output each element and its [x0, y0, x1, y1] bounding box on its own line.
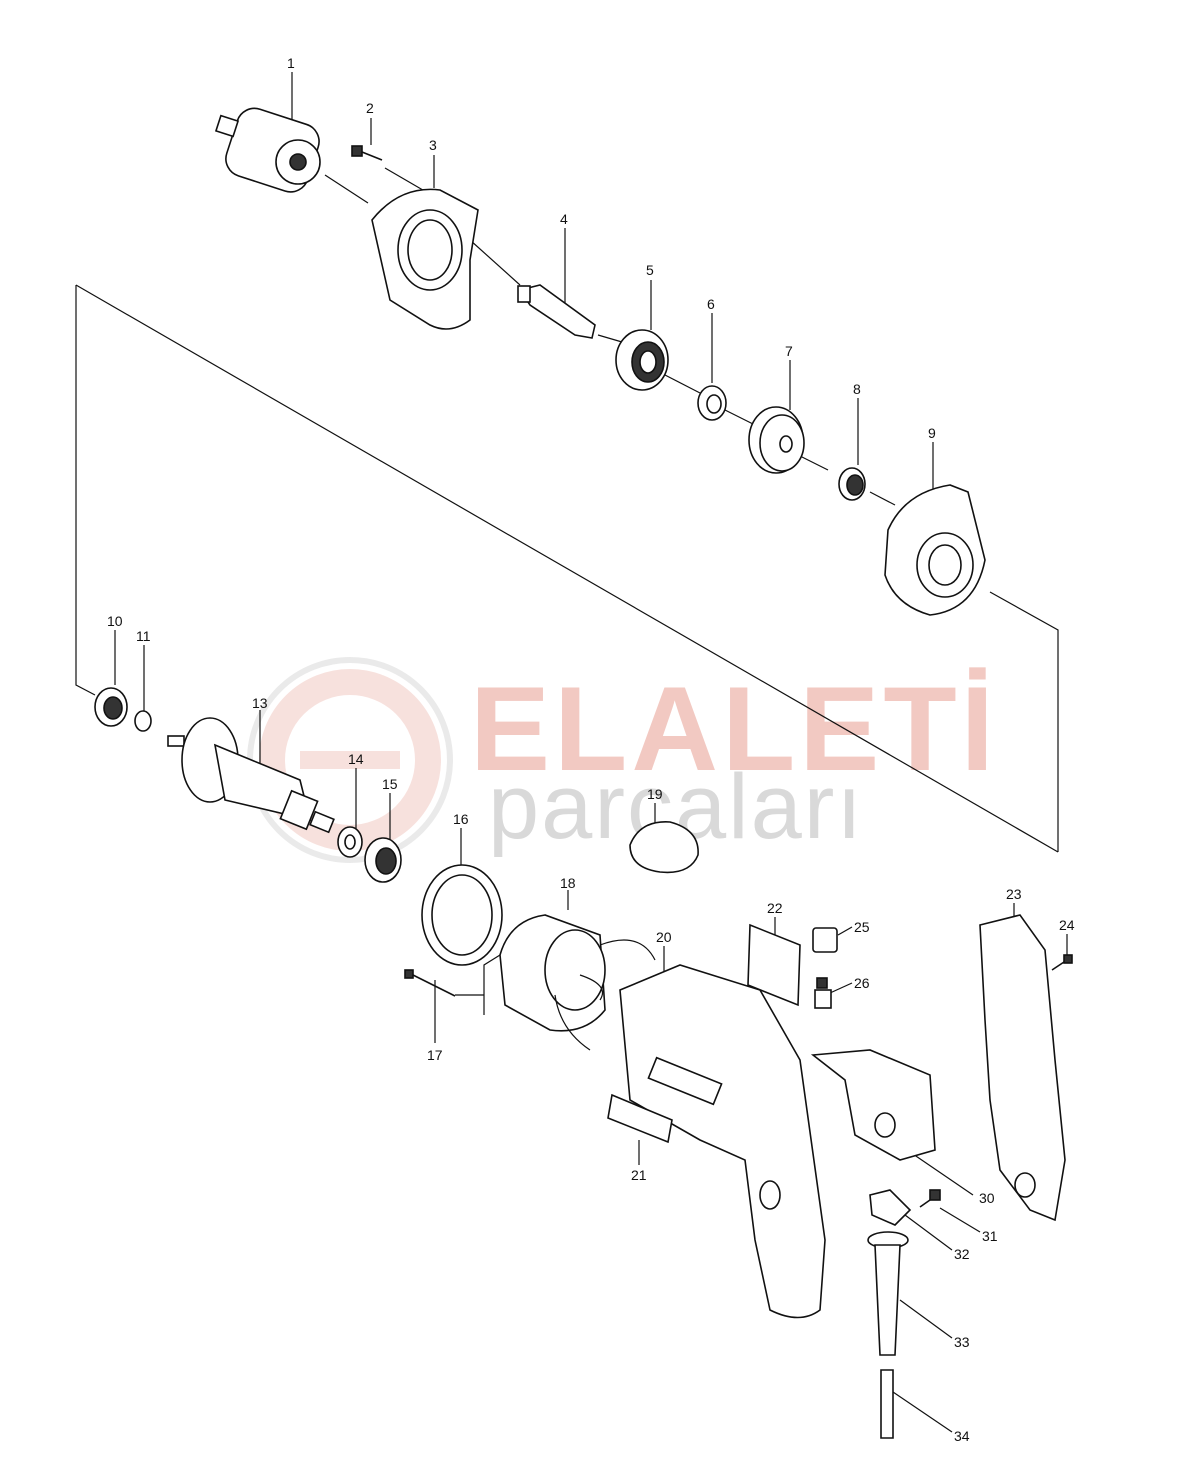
part-5-ball-bearing: [615, 329, 669, 391]
part-11-washer: [134, 710, 152, 732]
callout-30: 30: [979, 1190, 995, 1206]
callout-31: 31: [982, 1228, 998, 1244]
callout-6: 6: [707, 296, 715, 312]
part-16-baffle-plate: [421, 864, 503, 966]
part-19-brush-cap: [629, 821, 699, 874]
callout-13: 13: [252, 695, 268, 711]
callout-9: 9: [928, 425, 936, 441]
callout-10: 10: [107, 613, 123, 629]
part-30-switch: [810, 1049, 936, 1161]
part-22-caution-label: [747, 923, 801, 1007]
callout-4: 4: [560, 211, 568, 227]
part-34-power-cord: [880, 1369, 894, 1439]
callout-1: 1: [287, 55, 295, 71]
callout-32: 32: [954, 1246, 970, 1262]
part-25-brush-holder: [812, 927, 838, 953]
assembly-lines: [75, 72, 1068, 1433]
callout-34: 34: [954, 1428, 970, 1444]
callout-33: 33: [954, 1334, 970, 1350]
callout-19: 19: [647, 786, 663, 802]
callout-14: 14: [348, 751, 364, 767]
part-4-spindle: [517, 284, 596, 339]
part-1-drill-chuck: [214, 107, 321, 193]
part-6-sleeve: [697, 385, 727, 421]
callout-18: 18: [560, 875, 576, 891]
callout-22: 22: [767, 900, 783, 916]
part-2-screw: [351, 145, 383, 161]
part-20-motor-housing: [619, 964, 826, 1319]
part-26-carbon-brush: [814, 977, 832, 1009]
part-8-ball-bearing: [838, 467, 866, 501]
part-9-bearing-box: [884, 484, 986, 616]
callout-25: 25: [854, 919, 870, 935]
part-32-strain-relief: [869, 1189, 912, 1226]
callout-7: 7: [785, 343, 793, 359]
part-15-ball-bearing: [364, 837, 402, 883]
callout-21: 21: [631, 1167, 647, 1183]
part-13-armature: [167, 717, 335, 834]
callout-17: 17: [427, 1047, 443, 1063]
callout-20: 20: [656, 929, 672, 945]
part-31-screw: [919, 1189, 941, 1208]
callout-labels: 1 2 3 4 5 6 7 8 9 10 11 13 14 15 16 17 1…: [107, 55, 1075, 1444]
callout-24: 24: [1059, 917, 1075, 933]
callout-8: 8: [853, 381, 861, 397]
watermark-brand-top: ELALETİ: [470, 662, 998, 796]
part-17-long-screw: [404, 969, 456, 997]
callout-15: 15: [382, 776, 398, 792]
callout-3: 3: [429, 137, 437, 153]
callout-26: 26: [854, 975, 870, 991]
part-3-gear-housing: [371, 188, 479, 330]
callout-11: 11: [136, 628, 151, 644]
callout-16: 16: [453, 811, 469, 827]
part-14-insulation-washer: [337, 826, 363, 858]
part-23-handle-cover: [979, 914, 1066, 1222]
part-24-screw: [1051, 954, 1073, 971]
callout-5: 5: [646, 262, 654, 278]
parts: [94, 107, 1073, 1439]
callout-23: 23: [1006, 886, 1022, 902]
part-7-spur-gear: [748, 406, 805, 474]
part-33-cord-guard: [867, 1231, 909, 1356]
part-10-ball-bearing: [94, 687, 128, 727]
part-18-field-stator: [499, 914, 656, 1051]
callout-2: 2: [366, 100, 374, 116]
part-21-nameplate: [607, 1093, 673, 1144]
